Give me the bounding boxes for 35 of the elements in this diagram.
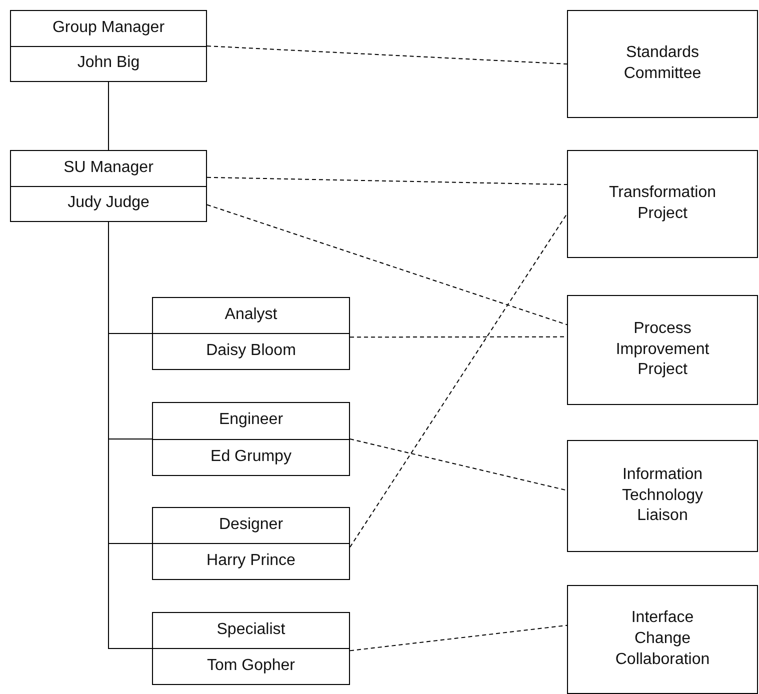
connector-line (206, 46, 568, 64)
connector-line (108, 82, 109, 150)
connector-line (350, 438, 568, 491)
connector-line (350, 624, 568, 652)
person-name: Harry Prince (206, 551, 296, 572)
committee-name: Transformation Project (608, 183, 717, 224)
role-box (152, 612, 350, 685)
person-name: Tom Gopher (206, 656, 296, 676)
role-title: Analyst (224, 305, 278, 326)
connector-line (350, 213, 568, 548)
person-name: John Big (77, 53, 140, 74)
role-title: SU Manager (64, 158, 154, 178)
person-name: Judy Judge (68, 193, 150, 214)
connector-line (206, 176, 568, 186)
committee-name: Standards Committee (622, 43, 702, 84)
person-name: Daisy Bloom (206, 341, 296, 362)
committee-name: Information Technology Liaison (621, 464, 704, 526)
committee-name: Interface Change Collaboration (614, 608, 711, 670)
role-title: Specialist (216, 620, 286, 640)
role-box (152, 297, 350, 370)
committee-box (567, 10, 758, 118)
role-box (152, 507, 350, 580)
role-box (10, 150, 207, 222)
connector-line (206, 204, 568, 326)
person-name: Ed Grumpy (210, 446, 292, 467)
committee-box (567, 150, 758, 258)
committee-box (567, 295, 758, 405)
role-title: Designer (218, 515, 284, 536)
role-title: Group Manager (52, 18, 165, 38)
role-title: Engineer (218, 410, 284, 430)
role-box (152, 402, 350, 476)
committee-name: Process Improvement Project (614, 318, 710, 380)
role-box (10, 10, 207, 82)
committee-box (567, 585, 758, 694)
committee-box (567, 440, 758, 552)
